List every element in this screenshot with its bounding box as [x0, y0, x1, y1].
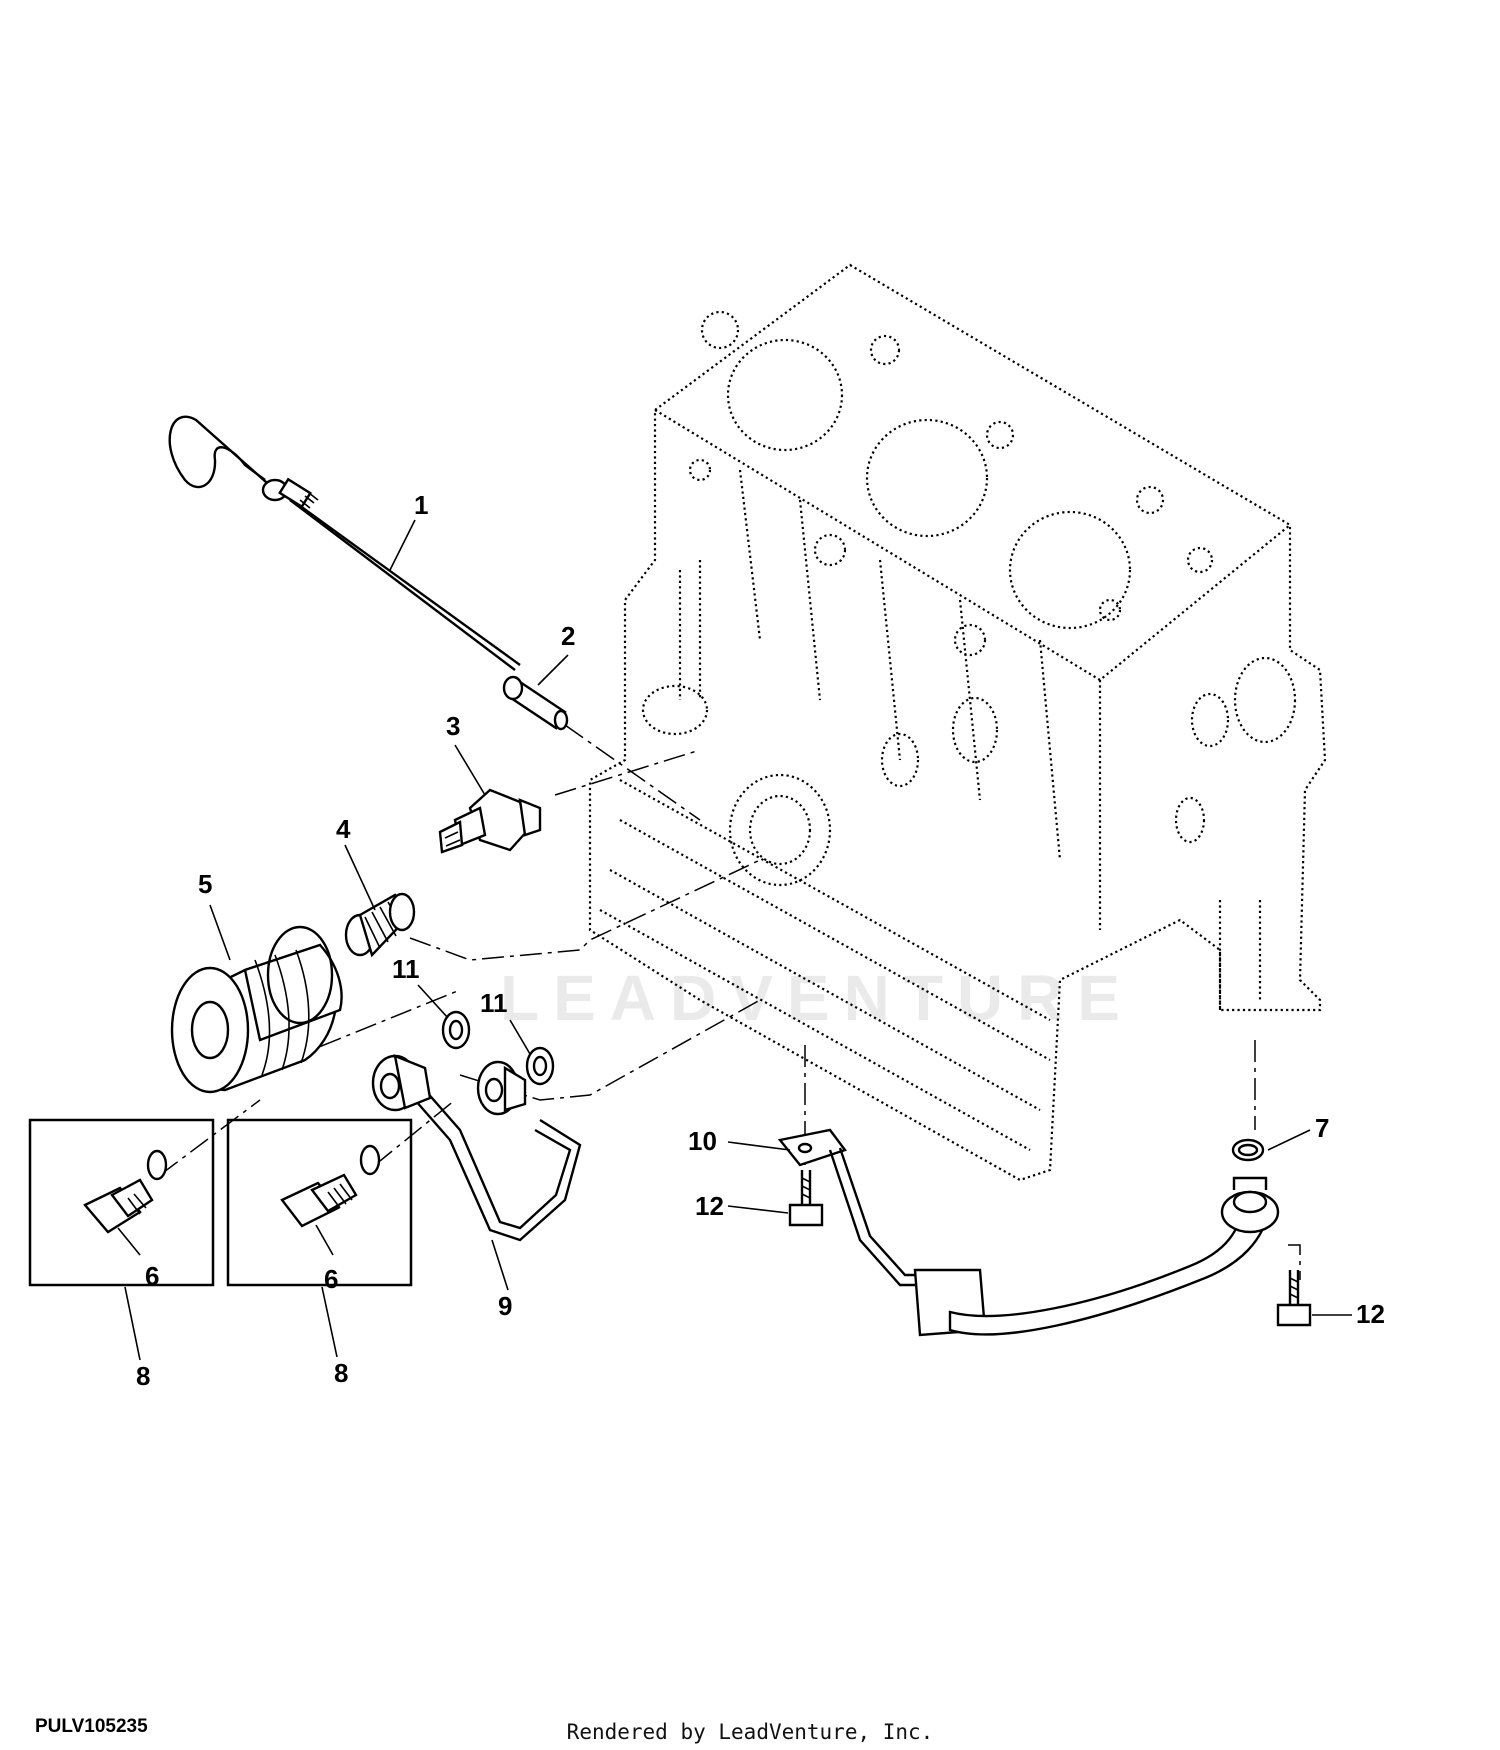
engine-block-phantom	[588, 263, 1327, 1182]
callout-3: 3	[446, 711, 460, 741]
kit-box-right	[226, 1118, 413, 1287]
callout-8-left: 8	[136, 1361, 150, 1391]
drawing-id: PULV105235	[35, 1716, 148, 1737]
oil-pressure-switch	[438, 788, 542, 854]
callout-1: 1	[414, 490, 428, 520]
callout-7: 7	[1315, 1113, 1329, 1143]
callout-9: 9	[498, 1291, 512, 1321]
kit-box-left	[28, 1118, 215, 1287]
render-credit: Rendered by LeadVenture, Inc.	[566, 1720, 934, 1744]
leader-lines	[117, 519, 1352, 1361]
dipstick	[168, 415, 521, 671]
bolt-left	[788, 1170, 824, 1227]
callout-11-upper: 11	[392, 954, 420, 984]
callout-10: 10	[688, 1126, 717, 1156]
callout-6-right: 6	[324, 1264, 338, 1294]
oil-strainer-pipe	[777, 1128, 1280, 1337]
bolt-right	[1276, 1270, 1312, 1327]
sealing-washer-upper	[441, 1010, 471, 1050]
callout-5: 5	[198, 869, 212, 899]
callout-2: 2	[561, 621, 575, 651]
callout-11-lower: 11	[480, 988, 508, 1018]
callouts: 1 2 3 4 5 11 11 10 7 12 12 6 6 9 8 8	[136, 490, 1385, 1391]
dipstick-tube	[502, 675, 569, 731]
callout-12-right: 12	[1356, 1299, 1385, 1329]
oil-line	[371, 1054, 582, 1242]
watermark: LEADVENTURE	[500, 962, 1134, 1034]
callout-12-left: 12	[695, 1191, 724, 1221]
callout-8-right: 8	[334, 1358, 348, 1388]
sealing-washer-lower	[525, 1046, 555, 1086]
callout-4: 4	[336, 814, 351, 844]
oil-filter	[170, 925, 343, 1094]
callout-6-left: 6	[145, 1261, 159, 1291]
filter-nipple	[344, 892, 416, 958]
